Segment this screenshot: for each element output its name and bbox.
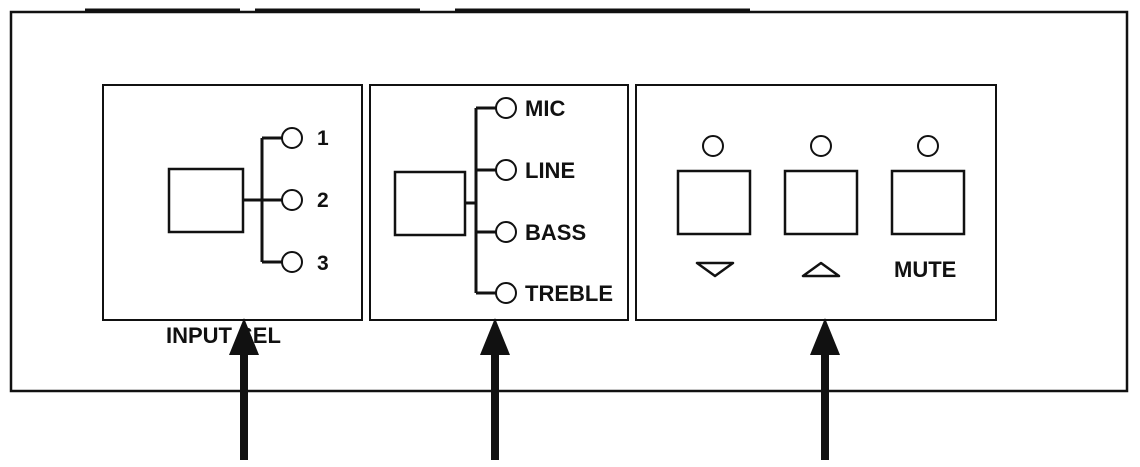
mode-panel-frame [369,84,629,321]
mute-label: MUTE [894,257,956,282]
channel-1-label: 1 [317,127,329,150]
pointer-arrows [229,318,840,460]
mode-treble-label: TREBLE [525,281,613,306]
channel-3-led [281,251,303,273]
input-select-button[interactable] [167,167,245,234]
mode-select-button[interactable] [393,170,467,237]
line-led [495,159,517,181]
channel-3-label: 3 [317,252,329,275]
bass-led [495,221,517,243]
input-panel-frame [102,84,363,321]
triangle-up-icon [801,261,841,278]
channel-1-led [281,127,303,149]
input-bracket [243,136,282,264]
mic-led [495,97,517,119]
volume-panel: MUTE [635,84,997,321]
triangle-down-icon [695,261,735,278]
mode-line-label: LINE [525,158,575,183]
volume-down-led [702,135,724,157]
volume-down-button[interactable] [676,169,752,236]
treble-led [495,282,517,304]
mode-bass-label: BASS [525,220,586,245]
volume-panel-frame [635,84,997,321]
input-select-label: INPUT SEL [166,323,281,348]
volume-panel-arrow-icon [810,318,840,460]
mode-mic-label: MIC [525,96,565,121]
mute-led [917,135,939,157]
volume-up-button[interactable] [783,169,859,236]
channel-2-led [281,189,303,211]
mute-button[interactable] [890,169,966,236]
channel-2-label: 2 [317,189,329,212]
mode-panel-arrow-icon [480,318,510,460]
input-select-panel: 1 2 3 INPUT SEL [102,84,363,348]
mode-select-panel: MIC LINE BASS TREBLE [369,84,629,321]
mode-bracket [465,106,496,295]
volume-up-led [810,135,832,157]
input-panel-arrow-icon [229,318,259,460]
device-enclosure [9,10,1129,393]
